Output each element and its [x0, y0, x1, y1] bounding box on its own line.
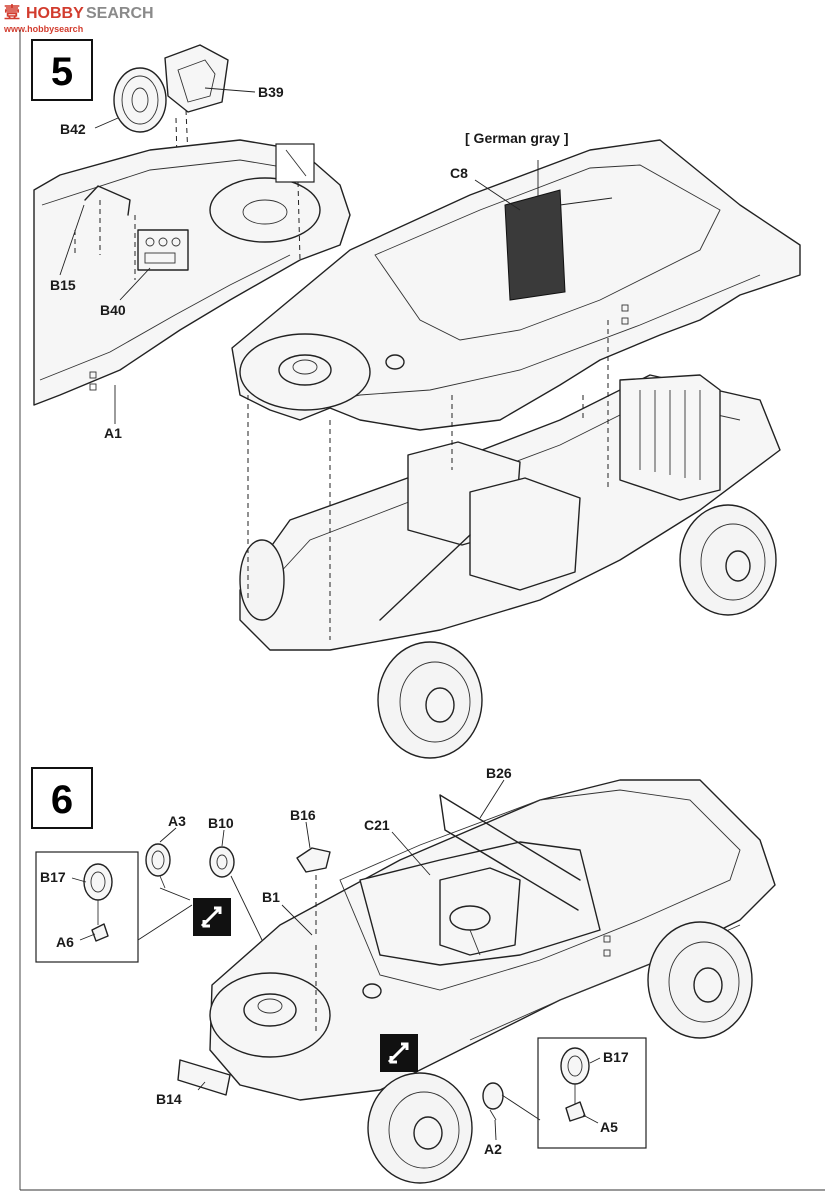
watermark: 壹 HOBBY SEARCH www.hobbysearch [3, 3, 154, 34]
part-b14-drawing [177, 1059, 231, 1096]
inset-left [35, 851, 139, 963]
part-b39-drawing [164, 44, 229, 113]
wheel-rear-6 [647, 921, 753, 1039]
watermark-url: www.hobbysearch [3, 24, 83, 34]
step-6-number: 6 [51, 778, 73, 822]
part-a1-drawing [33, 139, 351, 406]
label-b16: B16 [290, 807, 316, 823]
step-5: 5 [31, 39, 801, 759]
label-b17-right: B17 [603, 1049, 629, 1065]
label-b17-left: B17 [40, 869, 66, 885]
label-paint-note: [ German gray ] [465, 130, 568, 146]
part-b26-drawing [439, 794, 581, 911]
label-c8: C8 [450, 165, 468, 181]
step-6-box [31, 767, 93, 829]
part-b10-drawing [209, 846, 235, 878]
label-b14: B14 [156, 1091, 182, 1107]
label-b10: B10 [208, 815, 234, 831]
part-c8-panel [504, 189, 566, 301]
label-a6: A6 [56, 934, 74, 950]
part-a2-drawing [482, 1082, 504, 1121]
label-b26: B26 [486, 765, 512, 781]
lower-hull-drawing [239, 374, 781, 651]
label-a3: A3 [168, 813, 186, 829]
wheel-rear-5 [679, 504, 777, 616]
label-a5: A5 [600, 1119, 618, 1135]
step-5-number: 5 [51, 50, 73, 94]
part-b42-drawing [113, 67, 167, 133]
step-6: 6 [31, 765, 776, 1184]
inset-right [537, 1037, 647, 1149]
cement-marker-1 [193, 898, 231, 936]
part-b16-drawing [296, 847, 331, 873]
wheel-spare-5 [239, 539, 285, 621]
wheel-front-5 [377, 641, 483, 759]
watermark-brand-a: HOBBY [26, 5, 84, 22]
detail-inset [275, 143, 315, 183]
label-b40: B40 [100, 302, 126, 318]
label-b1: B1 [262, 889, 280, 905]
wheel-front-6 [367, 1072, 473, 1184]
label-b39: B39 [258, 84, 284, 100]
vehicle-assembled-drawing [209, 779, 776, 1101]
part-b40-drawing [137, 229, 189, 271]
label-a2: A2 [484, 1141, 502, 1157]
part-a3-drawing [145, 843, 171, 889]
label-c21: C21 [364, 817, 390, 833]
watermark-brand-b: SEARCH [86, 5, 154, 22]
label-a1: A1 [104, 425, 122, 441]
label-b42: B42 [60, 121, 86, 137]
part-b15-drawing [84, 185, 131, 216]
step-5-box [31, 39, 93, 101]
cement-marker-2 [380, 1034, 418, 1072]
label-b15: B15 [50, 277, 76, 293]
watermark-mark: 壹 [4, 3, 20, 22]
